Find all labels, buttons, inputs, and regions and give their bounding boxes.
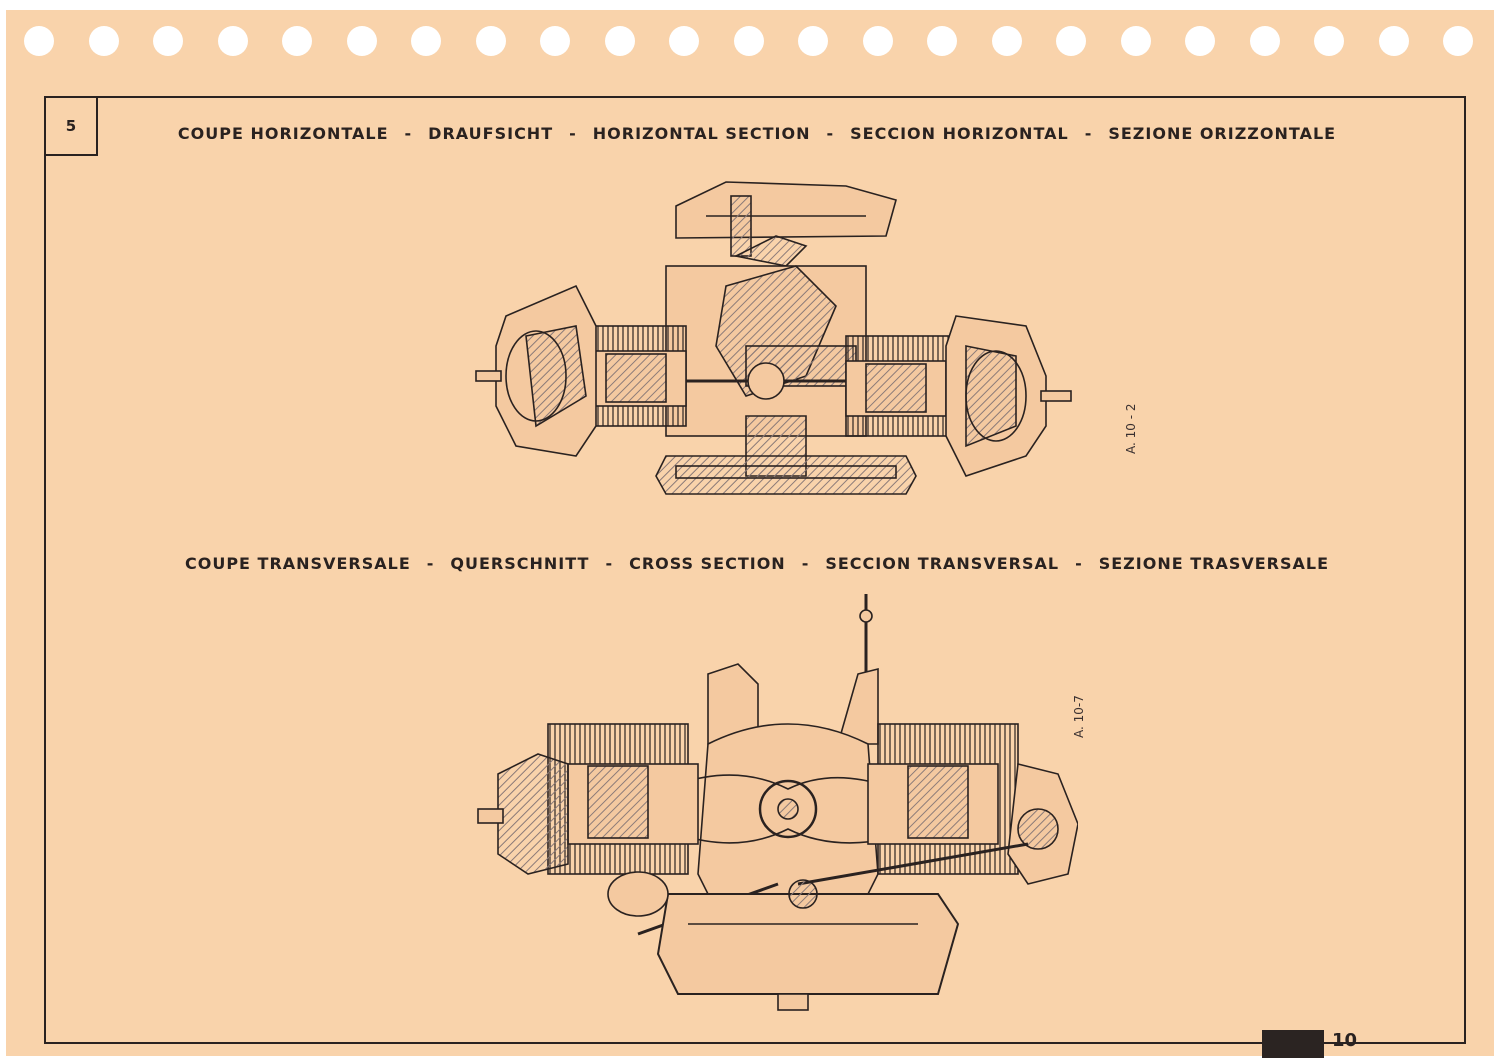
binder-hole [1443,26,1473,56]
title-de: DRAUFSICHT [428,124,554,143]
binder-hole [798,26,828,56]
manual-page: 5 COUPE HORIZONTALE-DRAUFSICHT-HORIZONTA… [6,10,1494,1056]
title-es: SECCION TRANSVERSAL [825,554,1060,573]
binder-hole [1378,26,1409,56]
binder-hole [540,26,570,56]
binder-hole [1249,26,1280,56]
binder-hole [24,26,54,56]
binder-hole [346,26,377,56]
section-number: 5 [46,98,98,156]
binder-hole [927,26,957,56]
binder-hole [1185,26,1215,56]
binder-hole [604,26,635,56]
binder-hole [475,26,506,56]
horizontal-section-reference: A. 10 - 2 [1124,403,1138,455]
cross-section-drawing [477,594,1078,1011]
title-en: HORIZONTAL SECTION [592,124,811,143]
binder-hole [669,26,699,56]
binder-hole [217,26,248,56]
title-fr: COUPE HORIZONTALE [177,124,389,143]
binder-hole [991,26,1022,56]
binder-hole [411,26,441,56]
binder-holes [6,22,1494,56]
binder-hole [862,26,893,56]
title-es: SECCION HORIZONTAL [850,124,1069,143]
title-de: QUERSCHNITT [450,554,590,573]
binder-hole [153,26,183,56]
title-it: SEZIONE TRASVERSALE [1098,554,1330,573]
horizontal-section-title: COUPE HORIZONTALE-DRAUFSICHT-HORIZONTAL … [177,124,1337,143]
binder-hole [282,26,312,56]
drawing-frame: 5 COUPE HORIZONTALE-DRAUFSICHT-HORIZONTA… [44,96,1466,1044]
binder-hole [1120,26,1151,56]
page-number-tab [1262,1030,1324,1058]
binder-hole [733,26,764,56]
title-fr: COUPE TRANSVERSALE [184,554,411,573]
title-en: CROSS SECTION [629,554,786,573]
title-it: SEZIONE ORIZZONTALE [1108,124,1337,143]
binder-hole [1314,26,1344,56]
cross-section-reference: A. 10-7 [1072,695,1086,738]
binder-hole [1056,26,1086,56]
cross-section-title: COUPE TRANSVERSALE-QUERSCHNITT-CROSS SEC… [184,554,1330,573]
horizontal-section-drawing [475,181,1072,495]
page-number: 10 [1332,1030,1358,1051]
binder-hole [88,26,119,56]
